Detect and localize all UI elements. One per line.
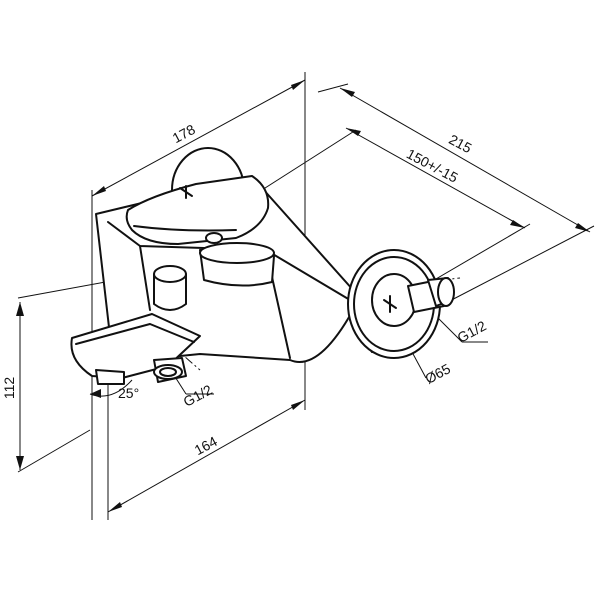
- label-bottom-thread: G1/2: [180, 381, 214, 409]
- lever-handle: [125, 175, 270, 245]
- dim-spout-angle: 25°: [118, 385, 139, 401]
- dim-height: 112: [1, 377, 17, 400]
- dim-length: 164: [192, 433, 220, 458]
- diverter-knob: [153, 273, 187, 311]
- dim-width-top: 178: [170, 121, 198, 146]
- faucet-body: [70, 147, 455, 385]
- spout-outlet: [95, 369, 125, 385]
- label-escutcheon-diameter: Ø65: [422, 360, 453, 387]
- dim-total-depth: 215: [446, 131, 474, 156]
